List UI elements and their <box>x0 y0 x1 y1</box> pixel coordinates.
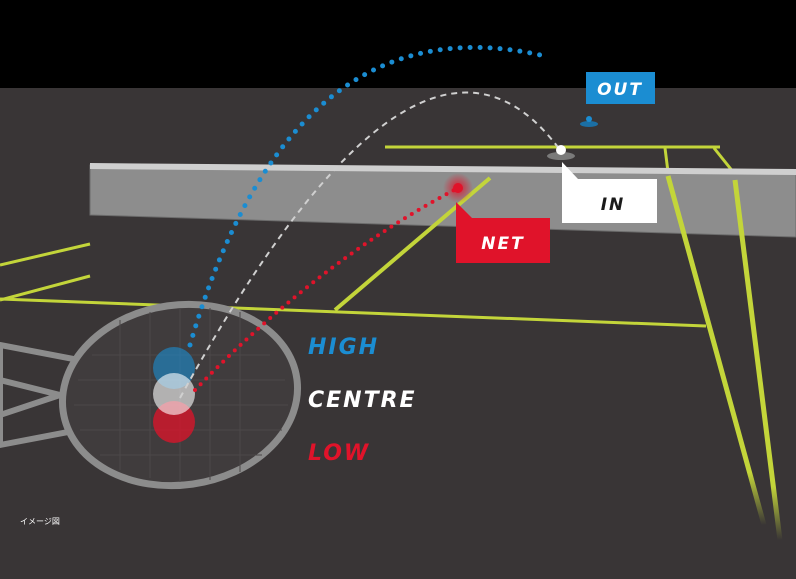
centre-impact-spot <box>153 373 195 415</box>
image-caption: イメージ図 <box>20 517 60 526</box>
low-label: LOW <box>308 441 370 466</box>
centre-label: CENTRE <box>308 388 417 413</box>
in-landing-marker <box>547 145 575 160</box>
out-label: OUT <box>597 80 643 100</box>
out-tag: OUT <box>586 72 655 104</box>
centre-trajectory <box>179 91 561 399</box>
in-tag: IN <box>562 162 657 223</box>
net-label: NET <box>481 234 524 254</box>
high-label: HIGH <box>308 335 379 360</box>
in-label: IN <box>601 195 626 215</box>
net-hit-marker <box>443 173 473 203</box>
net-tag: NET <box>456 202 550 263</box>
low-trajectory <box>193 186 460 392</box>
out-landing-marker <box>580 116 598 127</box>
sky-band <box>0 0 796 88</box>
